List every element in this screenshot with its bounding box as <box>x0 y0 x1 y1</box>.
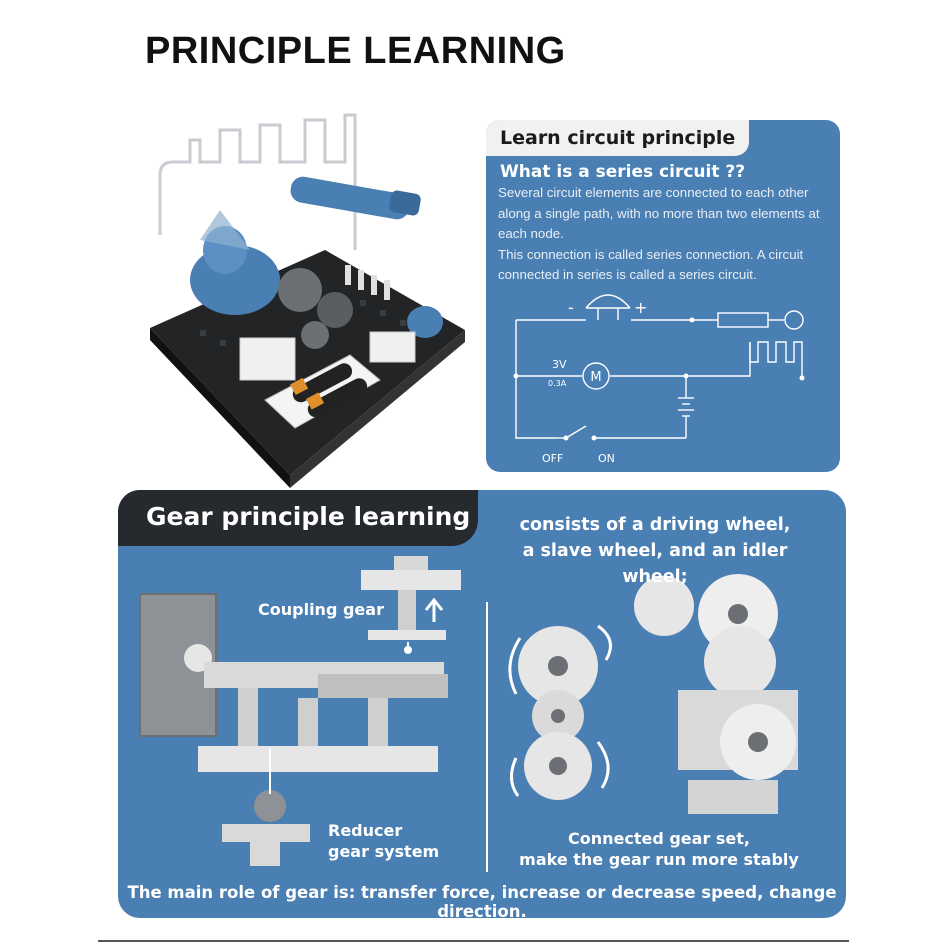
motor-symbol: M <box>590 370 601 385</box>
connected-line: Connected gear set, <box>567 829 751 848</box>
series-circuit-question: What is a series circuit ?? <box>500 162 746 182</box>
gear-illustrations <box>139 556 798 866</box>
plus-sign: + <box>634 298 647 317</box>
minus-sign: - <box>568 298 574 317</box>
bottom-divider <box>98 940 849 942</box>
reducer-gear-label: Reducer gear system <box>328 820 439 862</box>
consists-line: consists of a driving wheel, <box>519 515 791 535</box>
gear-consists-text: consists of a driving wheel, a slave whe… <box>490 512 820 590</box>
gear-divider <box>486 602 488 872</box>
connected-line: make the gear run more stably <box>519 850 799 869</box>
reducer-line: Reducer <box>328 821 403 840</box>
gear-principle-tab: Gear principle learning <box>118 490 478 546</box>
voltage-label: 3V <box>552 358 567 371</box>
connected-gear-label: Connected gear set, make the gear run mo… <box>494 828 824 870</box>
series-circuit-diagram: - + 3V 0.3A M OFF ON <box>513 294 805 465</box>
current-label: 0.3A <box>548 379 567 388</box>
switch-on-label: ON <box>598 452 615 465</box>
coupling-gear-label: Coupling gear <box>258 600 384 619</box>
description-line: This connection is called series connect… <box>498 246 804 283</box>
circuit-kit-illustration <box>150 113 465 488</box>
reducer-line: gear system <box>328 842 440 861</box>
consists-line: a slave wheel, and an idler wheel; <box>522 541 788 587</box>
description-line: Several circuit elements are connected t… <box>498 185 820 241</box>
page-title: PRINCIPLE LEARNING <box>145 30 566 72</box>
circuit-principle-panel: Learn circuit principle What is a series… <box>486 120 840 472</box>
switch-off-label: OFF <box>542 452 563 465</box>
gear-main-role-text: The main role of gear is: transfer force… <box>127 883 837 918</box>
circuit-principle-tab: Learn circuit principle <box>486 120 750 156</box>
gear-principle-panel: Gear principle learning consists of a dr… <box>118 490 846 918</box>
series-circuit-description: Several circuit elements are connected t… <box>498 183 836 286</box>
